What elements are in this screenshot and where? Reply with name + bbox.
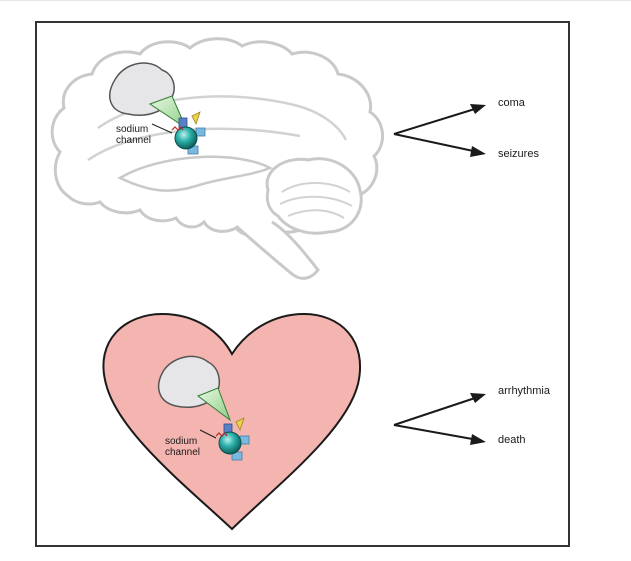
heart-channel-squiggle <box>215 432 228 437</box>
brain-channel-subunit-lightblue <box>195 127 206 137</box>
heart-outcome-arrows <box>393 393 486 445</box>
arrowhead-arrhythmia <box>470 393 486 403</box>
outcome-coma: coma <box>498 97 525 109</box>
brain-illustration <box>50 37 384 280</box>
heart-inset-label-line-1: sodium <box>165 436 198 447</box>
brain-corpus-callosum <box>117 155 273 192</box>
brain-inset-leader-line <box>151 123 173 134</box>
brain-outcome-arrows <box>393 104 486 157</box>
heart-inset-label-line-2: channel <box>165 447 201 458</box>
brain-inset-label-line-1: sodium <box>116 124 149 135</box>
heart-shape <box>102 312 361 531</box>
outcome-arrhythmia: arrhythmia <box>498 385 550 397</box>
brain-inset-label: sodium channel <box>116 124 151 146</box>
heart-inset-leader-line <box>199 429 217 439</box>
heart-channel-cone <box>196 387 232 422</box>
arrow-to-seizures <box>393 133 479 153</box>
cerebellum-folia <box>279 182 353 219</box>
arrowhead-seizures <box>470 146 486 157</box>
arrow-to-coma <box>393 107 479 135</box>
brain-channel-cone <box>148 95 188 130</box>
brain-channel-squiggle <box>171 126 184 131</box>
brain-channel-subunit-blue <box>178 117 188 129</box>
brain-channel-subunit-yellow <box>191 111 201 126</box>
arrow-to-arrhythmia <box>393 396 479 426</box>
heart-channel-sphere <box>218 431 242 455</box>
outcome-death: death <box>498 434 526 446</box>
outcome-seizures: seizures <box>498 148 539 160</box>
arrowhead-death <box>470 434 486 445</box>
brain-inset-label-line-2: channel <box>116 135 152 146</box>
heart-channel-subunit-yellow <box>235 417 245 432</box>
brain-channel-sphere <box>174 126 198 150</box>
top-divider <box>0 0 631 1</box>
heart-sodium-channel-inset <box>157 355 250 461</box>
arrowhead-coma <box>470 104 486 114</box>
brain-gyrus-line-2 <box>87 127 301 162</box>
heart-inset-label: sodium channel <box>165 436 200 458</box>
brain-sodium-channel-inset <box>109 62 206 155</box>
brainstem <box>235 220 320 280</box>
arrow-to-death <box>393 424 479 441</box>
